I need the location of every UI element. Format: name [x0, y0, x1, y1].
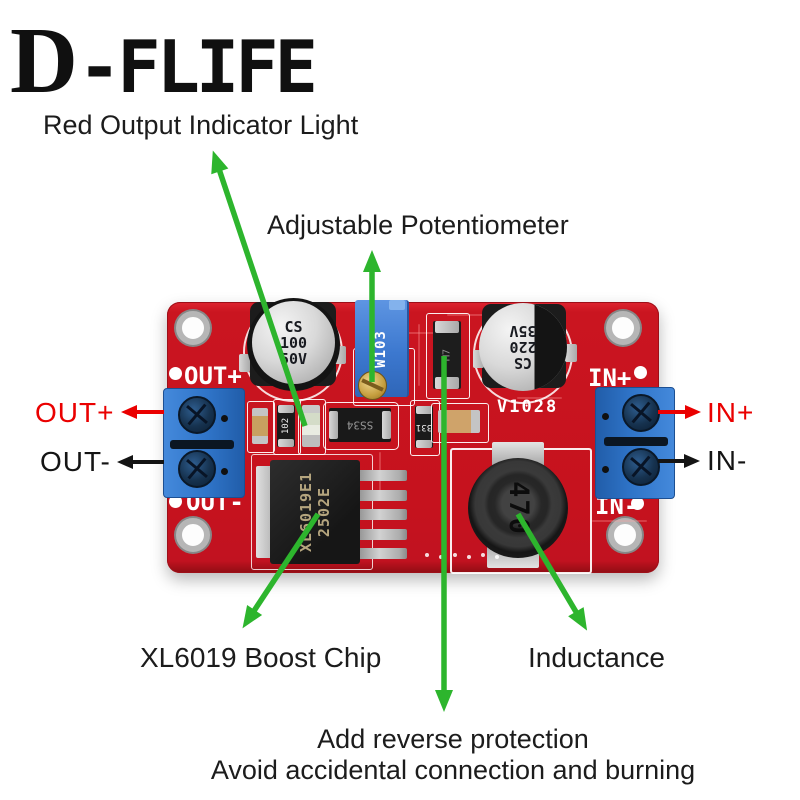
brand-logo-text: -FLIFE	[77, 25, 318, 109]
input-capacitor-tab	[473, 350, 484, 368]
via-out-minus	[169, 495, 182, 508]
output-terminal-screw-minus	[178, 450, 216, 488]
pcb-trace	[447, 314, 509, 316]
terminal-dot	[221, 415, 228, 422]
smd-resistor-102: 102	[277, 405, 295, 447]
output-capacitor: CS 100 50V	[252, 301, 335, 384]
brand-logo: D-FLIFE	[10, 14, 318, 109]
silkscreen-dot	[467, 555, 471, 559]
reverse-diode: M7	[433, 321, 461, 389]
pcb-board: CS 100 50V CS 220 35V W103	[163, 298, 675, 574]
pcb-trace	[418, 324, 420, 386]
chip-pin	[357, 548, 407, 559]
smd-resistor-331: 331	[415, 406, 433, 448]
input-terminal-screw-plus	[622, 394, 660, 432]
terminal-divider	[604, 437, 668, 446]
schottky-diode-footprint	[323, 402, 399, 450]
output-capacitor-marking: CS 100 50V	[279, 317, 308, 368]
reverse-diode-marking: M7	[441, 348, 453, 362]
output-terminal-screw-plus	[178, 396, 216, 434]
smd-resistor	[252, 408, 268, 444]
label-boost-chip: XL6019 Boost Chip	[140, 642, 382, 673]
label-reverse-protection-line1: Add reverse protection	[317, 724, 589, 754]
schottky-diode-marking: SS34	[346, 418, 374, 432]
smd-terminal	[278, 405, 294, 413]
smd-footprint	[431, 403, 489, 443]
mounting-hole-bottom-left	[176, 518, 210, 552]
chip-marking: XL6019E1 2502E	[297, 471, 333, 553]
input-capacitor: CS 220 35V	[479, 303, 567, 391]
output-terminal-block	[163, 388, 245, 498]
diode-terminal	[382, 411, 391, 439]
label-reverse-protection: Add reverse protection Avoid accidental …	[173, 724, 733, 786]
potentiometer-notch	[389, 300, 405, 310]
smd-resistor	[438, 410, 480, 433]
terminal-divider	[170, 440, 234, 449]
label-red-output-indicator: Red Output Indicator Light	[43, 110, 359, 140]
input-capacitor-tab	[565, 344, 577, 362]
mounting-hole-top-left	[176, 311, 210, 345]
port-label-in-minus: IN-	[707, 445, 748, 476]
chip-pin	[357, 470, 407, 481]
label-adjustable-potentiometer: Adjustable Potentiometer	[267, 210, 569, 240]
input-capacitor-marking: CS 220 35V	[509, 322, 537, 372]
pcb-trace	[592, 520, 647, 522]
silkscreen-dot	[425, 553, 429, 557]
input-capacitor-polarity-wedge	[479, 303, 567, 391]
silkscreen-dot	[439, 555, 443, 559]
mounting-hole-bottom-right	[608, 518, 642, 552]
inductor: 470	[468, 458, 568, 558]
schottky-diode: SS34	[329, 408, 391, 442]
input-terminal-block	[595, 387, 675, 499]
via-in-minus	[631, 497, 644, 510]
resistor-102-marking: 102	[281, 417, 291, 435]
diode-terminal	[329, 411, 338, 439]
terminal-dot	[602, 466, 609, 473]
port-label-out-minus: OUT-	[40, 446, 111, 477]
input-terminal-screw-minus	[622, 448, 660, 486]
silkscreen-dot	[453, 553, 457, 557]
red-output-led	[302, 405, 320, 447]
smd-terminal	[278, 439, 294, 447]
potentiometer-marking: W103	[373, 329, 389, 368]
chip-pin	[357, 509, 407, 520]
terminal-dot	[602, 413, 609, 420]
silkscreen-dot	[495, 555, 499, 559]
silkscreen-out-plus: OUT+	[184, 362, 242, 390]
chip-pin	[357, 490, 407, 501]
reverse-diode-footprint	[426, 313, 470, 399]
reverse-diode-terminal	[435, 377, 459, 389]
smd-terminal	[416, 406, 432, 414]
smd-terminal	[416, 440, 432, 448]
pcb-trace	[405, 332, 445, 334]
brand-logo-initial: D	[10, 9, 78, 113]
mounting-hole-top-right	[606, 311, 640, 345]
boost-chip: XL6019E1 2502E	[270, 460, 360, 564]
via-out-plus	[169, 367, 182, 380]
label-reverse-protection-line2: Avoid accidental connection and burning	[210, 755, 696, 785]
port-label-out-plus: OUT+	[35, 397, 115, 428]
resistor-331-marking: 331	[415, 422, 433, 432]
potentiometer-screw	[358, 371, 387, 400]
chip-pin	[357, 529, 407, 540]
port-label-in-plus: IN+	[707, 397, 755, 428]
inductor-marking: 470	[502, 480, 534, 536]
terminal-dot	[221, 468, 228, 475]
label-inductance: Inductance	[528, 642, 665, 673]
silkscreen-version: V1028	[497, 397, 559, 417]
via-in-plus	[634, 366, 647, 379]
reverse-diode-terminal	[435, 321, 459, 333]
silkscreen-dot	[481, 553, 485, 557]
